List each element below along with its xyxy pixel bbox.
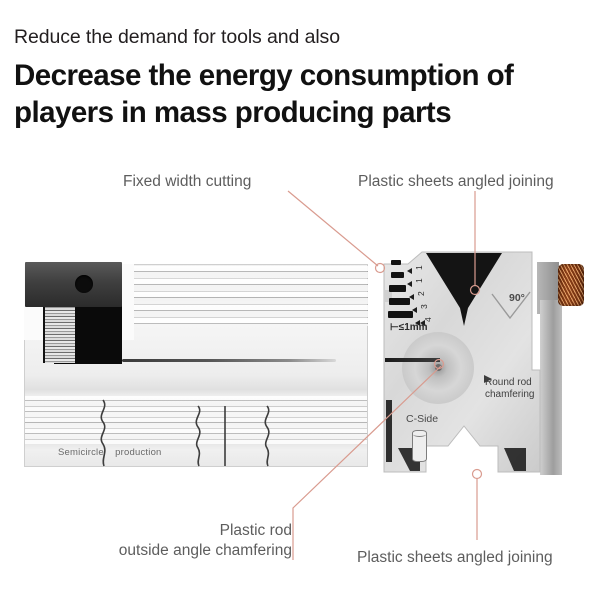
left-block-top-ridges [120,266,368,326]
round-rod-chamfering-label: Round rod chamfering [485,377,534,401]
scale-slot-4 [389,298,410,305]
page-title-line-2: players in mass producing parts [14,95,452,129]
left-block-blade [122,359,336,362]
kicker-text: Reduce the demand for tools and also [14,26,340,48]
scale-arrow-marks [407,268,425,326]
semicircle-groove-marks [100,399,270,467]
round-rod-chamfering-line-1: Round rod [485,377,532,388]
callout-plastic-rod-line-1: Plastic rod [219,522,292,539]
callout-plastic-rod-line-2: outside angle chamfering [118,542,292,560]
angle-label-90: 90° [509,292,525,304]
thickness-label: ⊢≤1mm [390,322,428,333]
semicircle-label: Semicircle production [58,447,162,458]
semicircle-label-b: production [115,447,162,458]
c-side-label: C-Side [406,413,439,425]
knurled-thumb-screw-icon [558,264,584,306]
scale-slot-1 [391,260,401,265]
scale-slot-5 [388,311,413,318]
callout-plastic-rod-chamfering: Plastic rod outside angle chamfering [119,521,292,561]
mounting-hole-icon [75,275,93,293]
scale-slot-3 [389,285,406,292]
scale-slot-2 [391,272,404,278]
callout-plastic-sheets-angled-joining-top: Plastic sheets angled joining [358,173,554,190]
semicircle-label-a: Semicircle [58,447,104,458]
right-block-side-bar [540,300,562,475]
page-title: Decrease the energy consumption of playe… [14,58,596,131]
page-title-line-1: Decrease the energy consumption of [14,59,514,92]
left-block-screw [43,305,75,363]
disc-center-pin [435,364,442,371]
left-block-dark-head [25,262,122,307]
chamfer-blade-slot [385,358,440,362]
round-rod-chamfering-line-2: chamfering [485,388,535,400]
callout-fixed-width-cutting: Fixed width cutting [123,173,252,190]
callout-plastic-sheets-angled-joining-bottom: Plastic sheets angled joining [357,549,553,566]
cylinder-icon [412,430,427,462]
